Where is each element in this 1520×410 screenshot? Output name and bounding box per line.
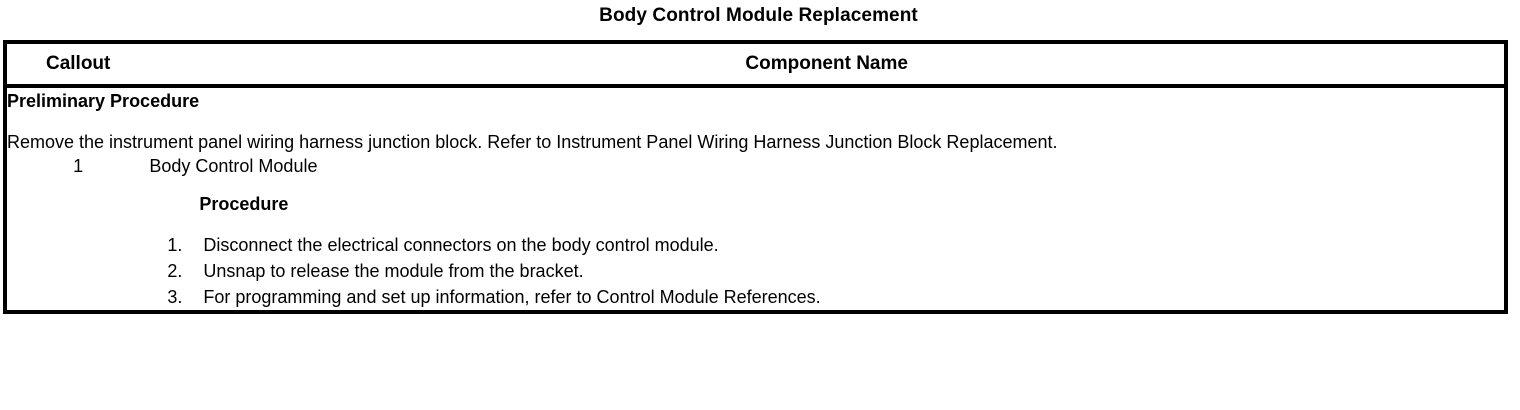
procedure-table: Callout Component Name Preliminary Proce…: [3, 40, 1508, 314]
table-header-row: Callout Component Name: [5, 42, 1506, 88]
page-title: Body Control Module Replacement: [599, 5, 918, 26]
step-number: 2.: [167, 261, 183, 281]
component-detail-cell: Body Control Module Procedure 1. Disconn…: [149, 154, 1506, 312]
list-item: 1. Disconnect the electrical connectors …: [149, 232, 1504, 258]
procedure-heading: Procedure: [199, 194, 289, 214]
step-text: Disconnect the electrical connectors on …: [203, 235, 719, 255]
step-text: For programming and set up information, …: [203, 287, 821, 307]
preliminary-procedure-heading: Preliminary Procedure: [7, 91, 200, 111]
step-text: Unsnap to release the module from the br…: [203, 261, 584, 281]
list-item: 3. For programming and set up informatio…: [149, 284, 1504, 310]
column-header-component-name: Component Name: [149, 42, 1506, 88]
list-item: 2. Unsnap to release the module from the…: [149, 258, 1504, 284]
step-number: 3.: [167, 287, 183, 307]
column-header-callout: Callout: [5, 42, 150, 88]
table-row: 1 Body Control Module Procedure 1. Disco…: [5, 154, 1506, 312]
preliminary-procedure-text: Remove the instrument panel wiring harne…: [7, 132, 1058, 152]
component-name-label: Body Control Module: [149, 156, 318, 176]
preliminary-procedure-row: Preliminary Procedure Remove the instrum…: [5, 86, 1506, 154]
preliminary-procedure-cell: Preliminary Procedure Remove the instrum…: [5, 86, 1506, 154]
step-number: 1.: [167, 235, 183, 255]
callout-number: 1: [73, 156, 84, 176]
procedure-step-list: 1. Disconnect the electrical connectors …: [149, 232, 1504, 310]
